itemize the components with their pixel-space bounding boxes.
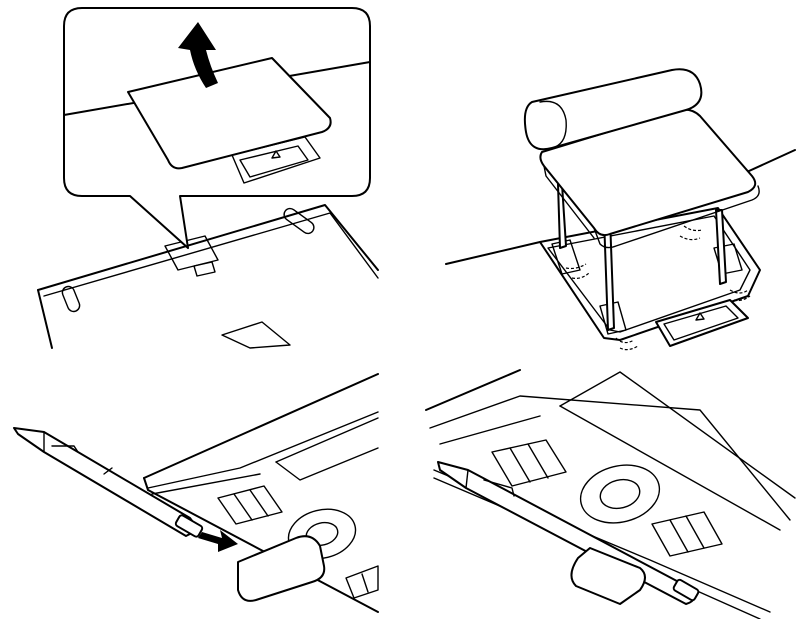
- pen-stand: [523, 68, 760, 331]
- up-curved-arrow-icon: [178, 22, 218, 88]
- panel-pen-stored: [425, 369, 796, 619]
- triangle-icon: [271, 150, 281, 159]
- pen-holder: [237, 535, 326, 602]
- panel-open-compartment-lid: [37, 7, 379, 349]
- tablet-underside: [37, 204, 379, 349]
- panel-insert-pen-stand: [445, 68, 796, 351]
- zoom-callout: [63, 7, 371, 249]
- pen: [13, 427, 204, 538]
- panel-remove-pen-holder: [13, 373, 379, 613]
- pen-holder: [570, 547, 646, 605]
- pen: [437, 461, 700, 605]
- right-arrow-icon: [198, 530, 238, 552]
- triangle-icon: [695, 312, 705, 321]
